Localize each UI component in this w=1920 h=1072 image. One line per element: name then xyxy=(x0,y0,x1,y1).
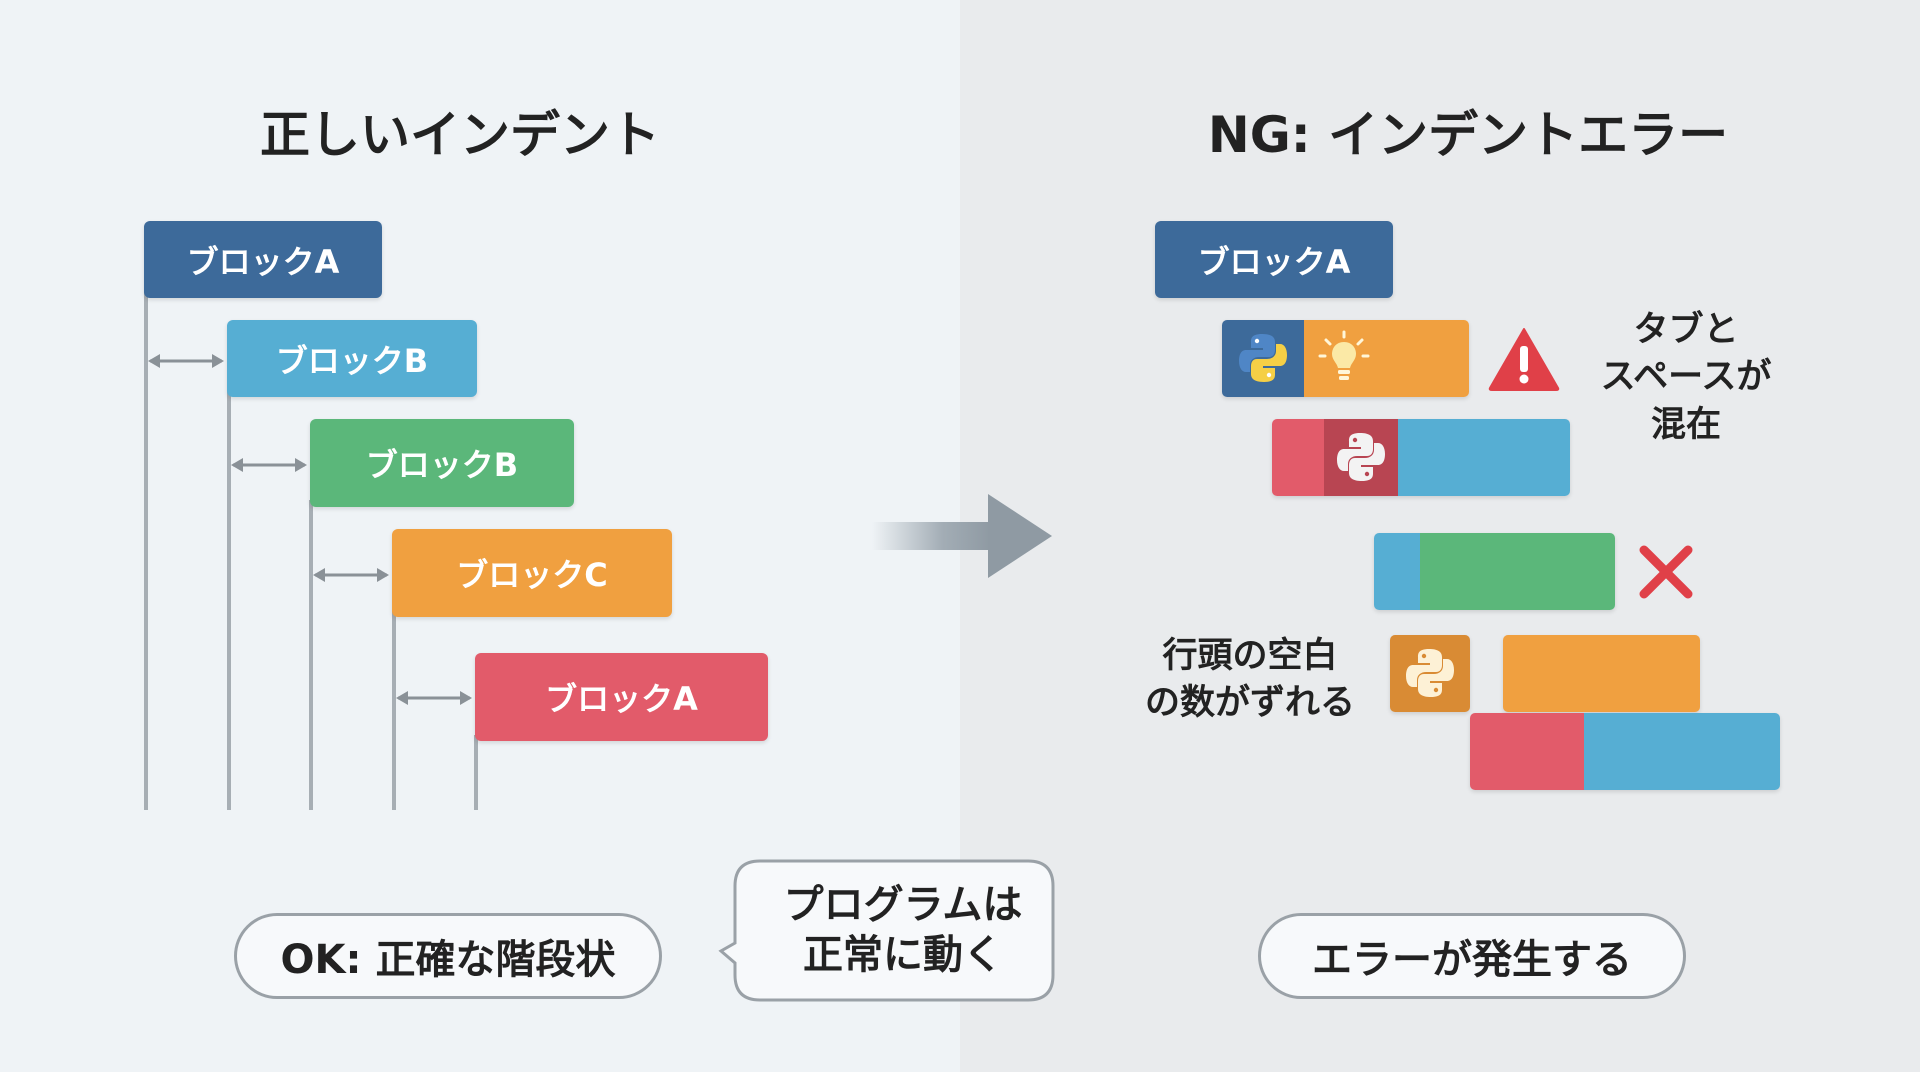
block-a: ブロックA xyxy=(144,221,382,298)
double-arrow-icon xyxy=(231,458,307,472)
right-title: NG: インデントエラー xyxy=(1207,106,1729,164)
indent-guide-line xyxy=(392,610,396,810)
note-line: の数がずれる xyxy=(1144,683,1355,724)
block-b: ブロックB xyxy=(227,320,477,397)
blue-segment xyxy=(1584,713,1780,790)
cross-icon xyxy=(1639,545,1693,599)
mixed-indent-bar-2 xyxy=(1272,419,1570,496)
red-segment xyxy=(1470,713,1584,790)
note-line: 混在 xyxy=(1650,404,1721,445)
python-icon xyxy=(1239,334,1287,382)
python-segment xyxy=(1222,320,1304,397)
bubble-line-1: プログラムは xyxy=(783,882,1023,928)
mixed-tabs-spaces-note: タブと スペースが 混在 xyxy=(1590,307,1782,449)
lightbulb-icon xyxy=(1318,330,1370,380)
double-arrow-icon xyxy=(148,354,224,368)
block-a-level-5: ブロックA xyxy=(475,653,768,741)
python-segment xyxy=(1324,419,1398,496)
double-arrow-icon xyxy=(313,568,389,582)
indent-guide-line xyxy=(227,390,231,810)
leading-whitespace-note: 行頭の空白 の数がずれる xyxy=(1130,633,1370,728)
bubble-text: プログラムは 正常に動く xyxy=(750,880,1056,980)
note-line: スペースが xyxy=(1600,357,1772,398)
block-a-ng: ブロックA xyxy=(1155,221,1393,298)
block-c: ブロックC xyxy=(392,529,672,617)
misaligned-orange-bar xyxy=(1503,635,1700,712)
indent-guide-line xyxy=(309,500,313,810)
green-segment xyxy=(1420,533,1615,610)
error-label-pill: エラーが発生する xyxy=(1258,913,1686,999)
speech-bubble xyxy=(718,859,1055,1002)
left-title: 正しいインデント xyxy=(260,106,660,164)
note-line: タブと xyxy=(1633,310,1739,350)
python-icon xyxy=(1406,649,1454,697)
ok-label-pill: OK: 正確な階段状 xyxy=(234,913,662,999)
double-arrow-icon xyxy=(396,691,472,705)
orange-segment xyxy=(1304,320,1469,397)
note-line: 行頭の空白 xyxy=(1162,636,1338,676)
python-icon xyxy=(1337,433,1385,481)
warning-icon xyxy=(1488,328,1560,391)
mixed-indent-bar-1 xyxy=(1222,320,1469,397)
indent-guide-line xyxy=(144,290,148,810)
blue-segment xyxy=(1374,533,1420,610)
mixed-indent-bar-3 xyxy=(1374,533,1615,610)
blue-segment xyxy=(1398,419,1570,496)
python-tile xyxy=(1390,635,1470,712)
bubble-line-2: 正常に動く xyxy=(803,932,1003,978)
block-b-level-3: ブロックB xyxy=(310,419,574,507)
arrow-right-icon xyxy=(872,494,1052,578)
indent-guide-line xyxy=(474,735,478,810)
red-segment xyxy=(1272,419,1324,496)
misaligned-bar-5 xyxy=(1470,713,1780,790)
